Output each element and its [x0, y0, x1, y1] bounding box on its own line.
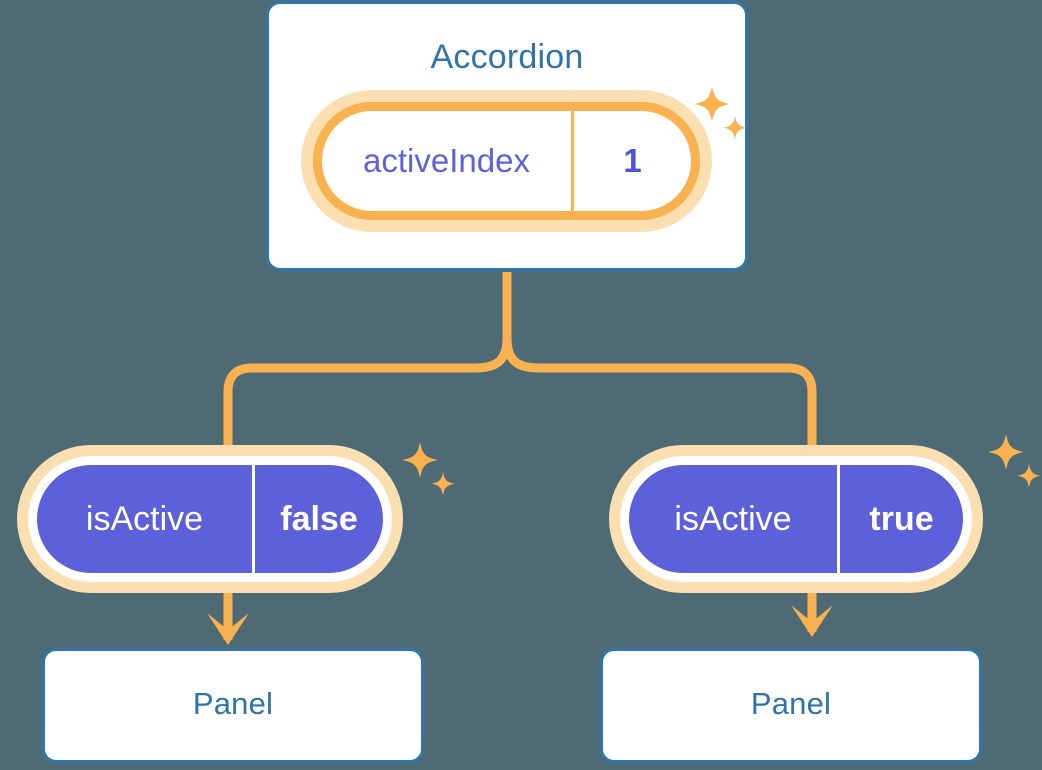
panel-title-right: Panel — [750, 686, 832, 721]
prop-pill-is-active-false[interactable]: isActive false — [28, 456, 392, 582]
state-pill-value: 1 — [623, 142, 642, 179]
arrow-down-icon — [207, 613, 249, 645]
arrow-down-icon — [791, 605, 833, 637]
prop-pill-key: isActive — [37, 465, 255, 573]
panel-title-left: Panel — [192, 686, 274, 721]
prop-pill-value: true — [869, 499, 934, 538]
sparkles-icon — [402, 442, 455, 496]
prop-pill-body: isActive false — [28, 456, 392, 582]
panel-node-right[interactable]: Panel — [600, 648, 982, 763]
state-pill-key: activeIndex — [322, 111, 574, 211]
prop-pill-is-active-true[interactable]: isActive true — [620, 456, 972, 582]
prop-pill-value: false — [280, 499, 358, 538]
sparkles-icon — [988, 434, 1041, 488]
prop-pill-key: isActive — [629, 465, 840, 573]
page-title: Accordion — [430, 38, 584, 76]
state-pill-body: activeIndex 1 — [313, 102, 700, 220]
state-pill-active-index[interactable]: activeIndex 1 — [313, 102, 700, 220]
panel-node-left[interactable]: Panel — [42, 648, 424, 763]
prop-pill-body: isActive true — [620, 456, 972, 582]
